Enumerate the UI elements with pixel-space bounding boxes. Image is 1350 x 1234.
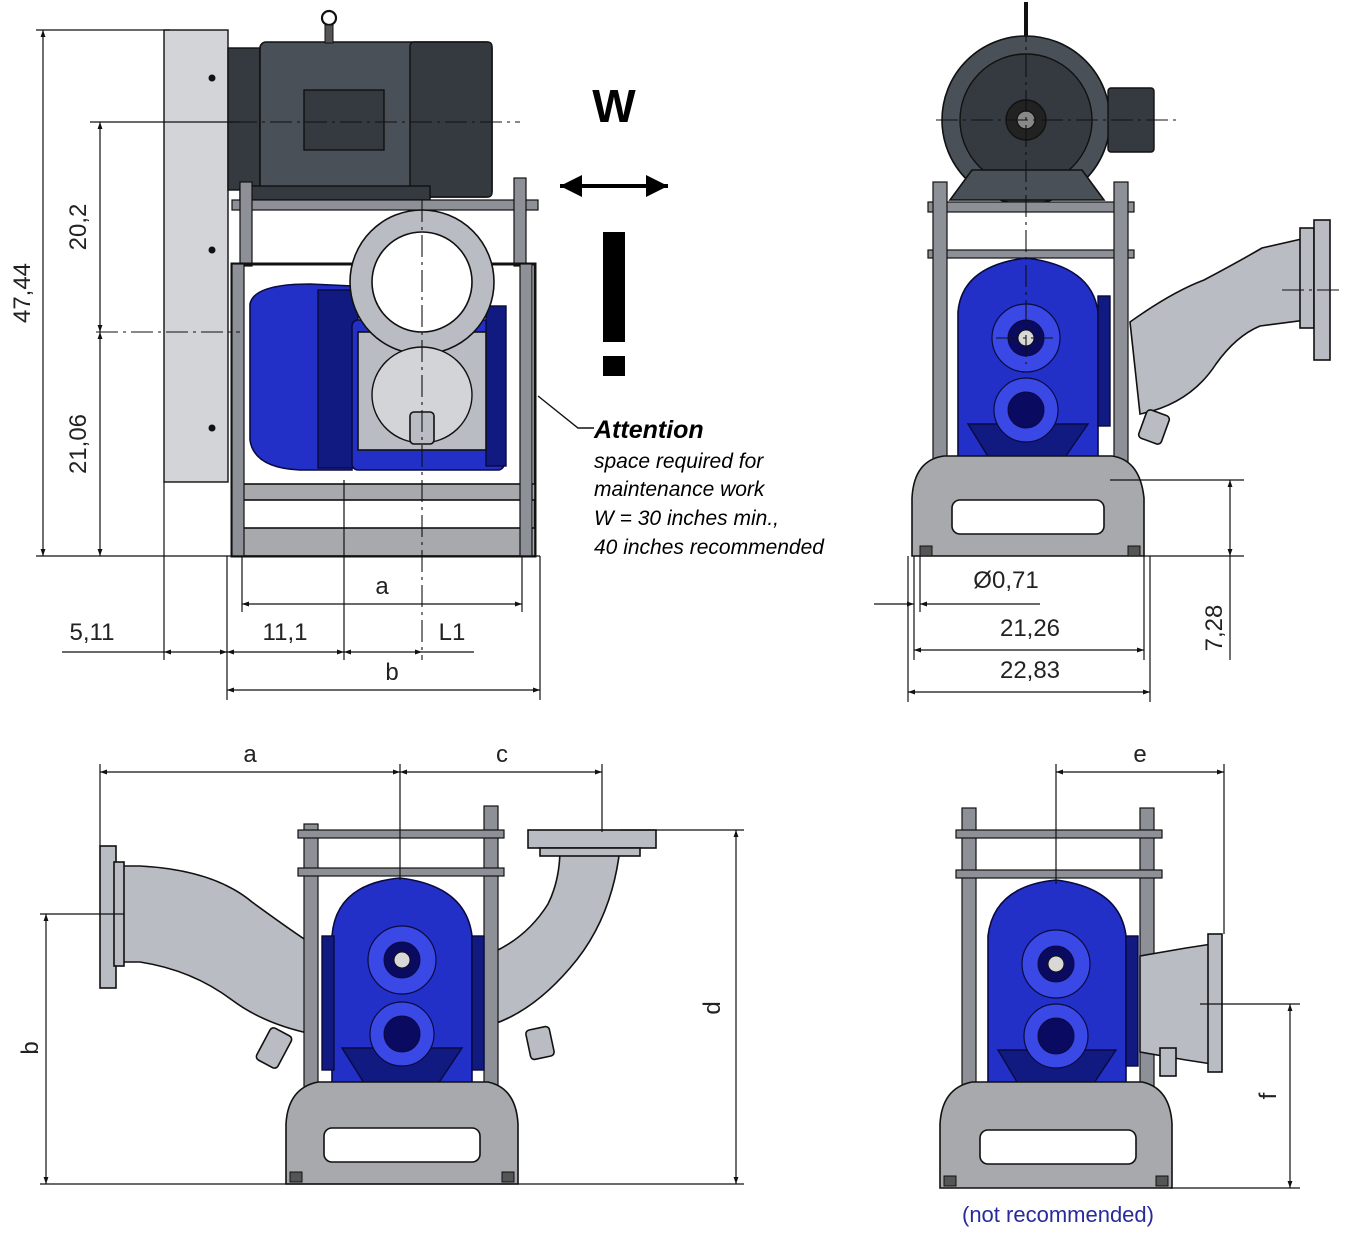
- pump-casing-bl: [321, 877, 485, 1103]
- dim-hole-diameter: Ø0,71: [973, 567, 1038, 594]
- discharge-pipe: [1129, 236, 1307, 415]
- pump-casing-br: [987, 879, 1139, 1105]
- dim-c-bl: c: [496, 741, 508, 768]
- dim-lower-height: 21,06: [65, 414, 92, 474]
- dim-L1: L1: [439, 619, 466, 646]
- maintenance-space-mark: W: [592, 80, 636, 132]
- dim-total-height: 47,44: [9, 263, 36, 323]
- dim-21-26: 21,26: [1000, 615, 1060, 642]
- dim-22-83: 22,83: [1000, 657, 1060, 684]
- motor: [227, 9, 493, 201]
- motor-plate: [231, 199, 539, 211]
- attention-line-2: maintenance work: [594, 478, 766, 501]
- attention-heading: Attention: [593, 416, 704, 444]
- dim-11-1: 11,1: [263, 619, 308, 646]
- exclamation-bar: [603, 232, 625, 342]
- attention-line-1: space required for: [594, 450, 764, 473]
- dim-left-offset: 5,11: [70, 619, 115, 646]
- front-view: Ø0,71 21,26 22,83 7,28: [874, 2, 1342, 702]
- side-panel: [163, 29, 229, 483]
- inlet-pipe: [113, 865, 313, 1035]
- exclamation-dot: [603, 356, 625, 376]
- dim-e-br: e: [1133, 741, 1146, 768]
- dim-b-side: b: [385, 659, 398, 686]
- dim-f-br: f: [1255, 1092, 1282, 1099]
- not-recommended-caption: (not recommended): [962, 1202, 1154, 1227]
- motor-end: [941, 2, 1155, 205]
- bottom-left-view: a c b d: [17, 741, 744, 1185]
- pump-casing-front: [957, 257, 1111, 477]
- dim-upper-height: 20,2: [65, 204, 92, 251]
- discharge-elbow: [493, 847, 621, 1026]
- dim-b-bl: b: [17, 1041, 44, 1054]
- dim-a-bl: a: [243, 741, 257, 768]
- attention-line-4: 40 inches recommended: [594, 536, 825, 559]
- dim-a-side: a: [375, 573, 389, 600]
- side-view: 47,44 20,2 21,06 a 5,11 11,1 L1 b W Atte…: [9, 9, 825, 700]
- dim-7-28: 7,28: [1201, 605, 1228, 652]
- attention-line-3: W = 30 inches min.,: [594, 507, 779, 530]
- dim-d-bl: d: [699, 1001, 726, 1014]
- bottom-right-view: e f (not recommended): [939, 741, 1300, 1227]
